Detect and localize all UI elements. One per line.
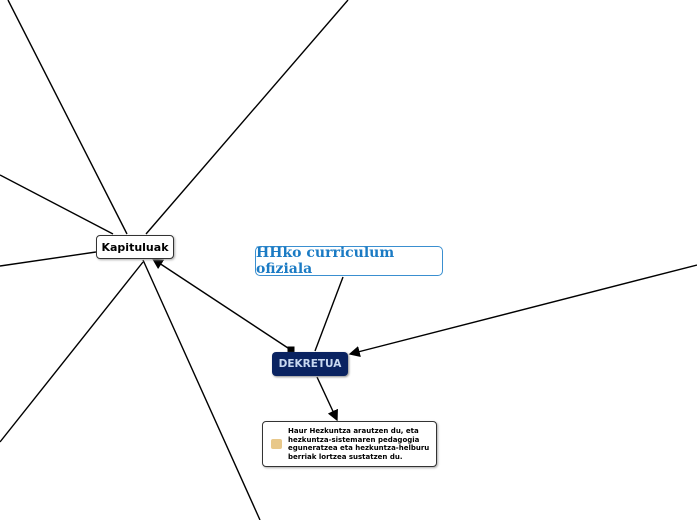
kapituluak-dekretua-link — [151, 258, 295, 354]
scroll-icon — [271, 439, 282, 449]
branch-line — [145, 0, 349, 235]
dekretua-note-link — [316, 376, 338, 422]
dekretua-node[interactable]: DEKRETUA — [272, 352, 348, 376]
branch-line — [142, 259, 261, 520]
note-text: Haur Hezkuntza arautzen du, eta hezkuntz… — [288, 427, 430, 461]
note-node[interactable]: Haur Hezkuntza arautzen du, eta hezkuntz… — [262, 421, 437, 467]
kapituluak-node[interactable]: Kapituluak — [96, 235, 174, 259]
curriculum-dekretua-link — [314, 276, 344, 352]
branch-line — [0, 174, 114, 235]
branch-line — [7, 0, 128, 235]
node-label: Kapituluak — [101, 240, 169, 254]
external-dekretua-link — [348, 264, 697, 357]
branch-line — [0, 261, 144, 443]
node-label: DEKRETUA — [278, 358, 342, 370]
branch-line — [0, 251, 97, 267]
curriculum-node[interactable]: HHko curriculum ofiziala — [255, 245, 443, 277]
node-label: HHko curriculum ofiziala — [256, 245, 395, 277]
